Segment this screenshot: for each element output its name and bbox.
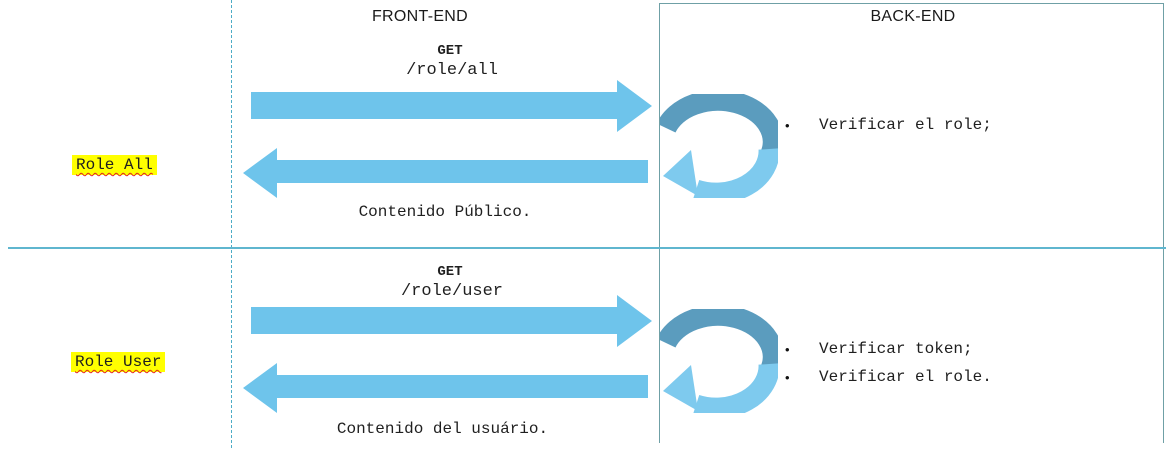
backend-steps: • Verificar token; • Verificar el role.	[785, 340, 992, 387]
response-text: Contenido del usuário.	[336, 420, 549, 438]
response-arrow-icon	[243, 363, 648, 413]
list-item: • Verificar token;	[785, 340, 992, 359]
frontend-lifeline	[231, 0, 232, 448]
backend-header: BACK-END	[870, 8, 956, 25]
bullet-icon: •	[785, 370, 790, 385]
response-text: Contenido Público.	[358, 203, 532, 221]
request-path-label: /role/user	[400, 282, 504, 301]
response-arrow-icon	[243, 148, 648, 198]
role-user-label: Role User	[71, 352, 166, 372]
bullet-icon: •	[785, 342, 790, 357]
loop-arrow-icon	[660, 309, 778, 413]
step-text: Verificar token;	[819, 340, 973, 358]
role-all-label: Role All	[72, 155, 157, 175]
step-text: Verificar el role;	[819, 116, 992, 134]
list-item: • Verificar el role;	[785, 116, 992, 135]
request-arrow-icon	[251, 80, 652, 132]
request-method-label: GET	[437, 264, 463, 280]
loop-arrow-icon	[660, 94, 778, 198]
list-item: • Verificar el role.	[785, 368, 992, 387]
bullet-icon: •	[785, 118, 790, 133]
section-divider	[8, 247, 1166, 249]
step-text: Verificar el role.	[819, 368, 992, 386]
request-method-label: GET	[437, 43, 463, 59]
backend-steps: • Verificar el role;	[785, 116, 992, 135]
request-path-label: /role/all	[406, 61, 498, 80]
request-arrow-icon	[251, 295, 652, 347]
backend-panel	[659, 3, 1164, 443]
frontend-header: FRONT-END	[371, 8, 469, 25]
